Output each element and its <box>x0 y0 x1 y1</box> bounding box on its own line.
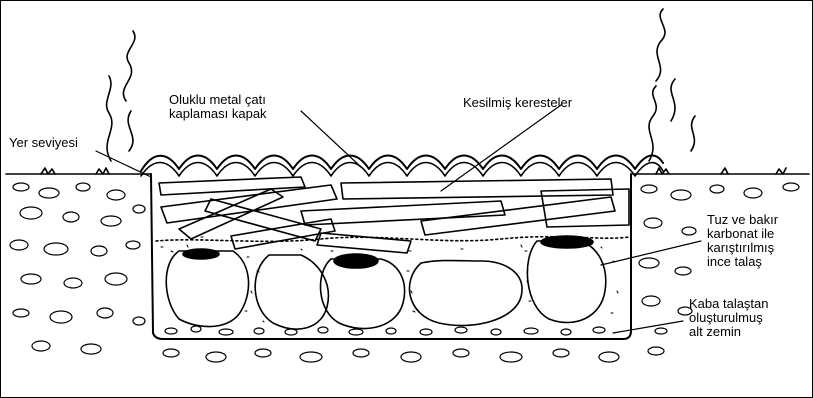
clay-pots <box>166 236 606 329</box>
ground-label-text: Yer seviyesi <box>9 136 78 150</box>
fill-label-line-4: ince talaş <box>707 255 778 269</box>
base-label: Kaba talaştan oluşturulmuş alt zemin <box>689 297 769 339</box>
timber-label: Kesilmiş keresteler <box>463 96 572 110</box>
leader-lines <box>96 105 701 333</box>
roof-label-line-2: kaplaması kapak <box>169 107 267 121</box>
fill-label: Tuz ve bakır karbonat ile karıştırılmış … <box>707 213 778 269</box>
fill-label-line-3: karıştırılmış <box>707 241 778 255</box>
base-label-line-1: Kaba talaştan <box>689 297 769 311</box>
right-steam-lines <box>649 9 695 161</box>
fill-label-line-2: karbonat ile <box>707 227 778 241</box>
ground-label: Yer seviyesi <box>9 136 78 150</box>
fine-sawdust-stipple <box>161 237 618 322</box>
timber-label-text: Kesilmiş keresteler <box>463 96 572 110</box>
soil-pebbles <box>10 183 799 362</box>
left-steam-lines <box>107 31 135 161</box>
roof-leader <box>301 111 361 167</box>
timber-leader <box>441 105 561 191</box>
coarse-base-pebbles <box>165 326 605 335</box>
roof-label-line-1: Oluklu metal çatı <box>169 93 267 107</box>
base-label-line-2: oluşturulmuş <box>689 311 769 325</box>
base-leader <box>613 321 683 333</box>
base-label-line-3: alt zemin <box>689 325 769 339</box>
roof-label: Oluklu metal çatı kaplaması kapak <box>169 93 267 121</box>
fill-label-line-1: Tuz ve bakır <box>707 213 778 227</box>
fill-leader <box>601 241 701 265</box>
